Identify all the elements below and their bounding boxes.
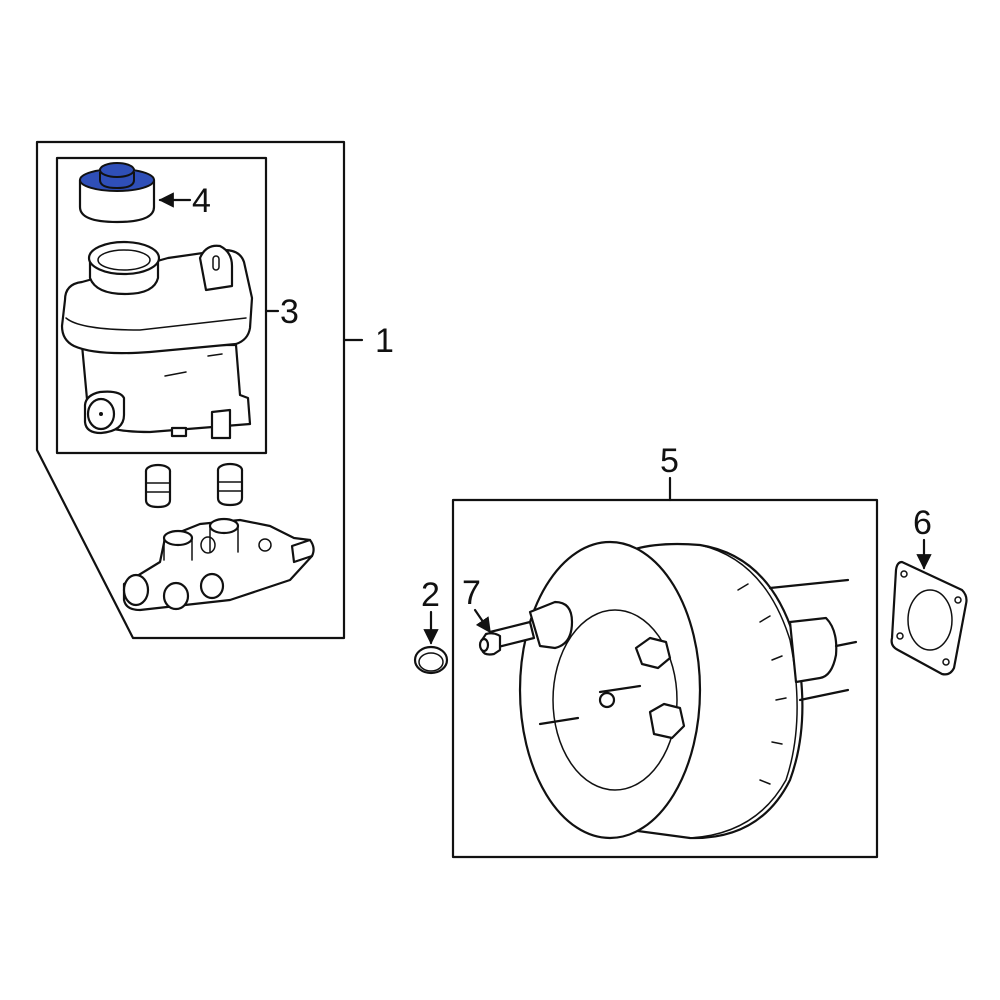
grommet-part[interactable] (144, 463, 172, 509)
reservoir-assembly-frame (55, 156, 268, 455)
callout-2: 2 (421, 576, 440, 614)
gasket-part[interactable] (890, 560, 968, 676)
callout-7: 7 (462, 574, 481, 612)
master-cylinder-assembly-frame (35, 140, 346, 640)
callout-3: 3 (280, 293, 299, 331)
grommet-part[interactable] (216, 462, 244, 507)
callout-6: 6 (913, 504, 932, 542)
clip-ring-part[interactable] (413, 645, 449, 675)
brake-booster-frame (451, 498, 879, 859)
clevis-pin-part[interactable] (478, 632, 502, 656)
callout-5: 5 (660, 442, 679, 480)
leader-7 (473, 608, 492, 634)
master-cylinder-part[interactable] (122, 517, 315, 612)
reservoir-cap-part[interactable] (78, 162, 156, 224)
callout-1: 1 (375, 322, 394, 360)
callout-4: 4 (192, 182, 211, 220)
reservoir-tank-part[interactable] (60, 240, 254, 440)
brake-booster-part[interactable] (488, 540, 858, 840)
